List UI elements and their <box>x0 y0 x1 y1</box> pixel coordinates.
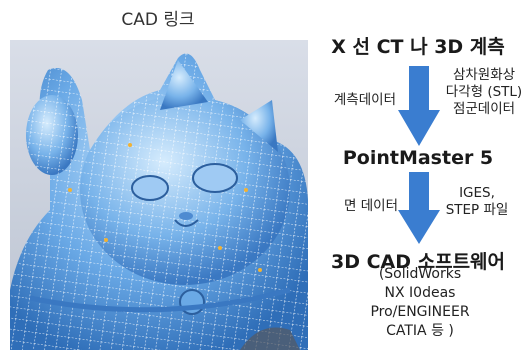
cad-software-item: CATIA 등 ) <box>386 323 454 339</box>
measurement-data-note: 계측데이터 <box>333 92 396 108</box>
step-cad-software: 3D CAD 소프트웨어 <box>330 251 506 273</box>
scanned-model-image <box>10 40 308 350</box>
surface-data-note: 면 데이터 <box>344 198 398 214</box>
format-note-line: IGES, <box>459 185 495 201</box>
cad-software-item: NX I0deas <box>384 285 456 301</box>
file-format-note: IGES, STEP 파일 <box>424 185 530 219</box>
stl-note-line: 점군데이터 <box>452 101 516 117</box>
model-caption: CAD 링크 <box>121 10 195 30</box>
cad-software-item: Pro/ENGINEER <box>370 304 470 320</box>
step-pointmaster: PointMaster 5 <box>342 147 494 169</box>
stl-note-line: 삼차원화상 <box>452 67 516 83</box>
format-note-line: STEP 파일 <box>445 202 509 218</box>
stl-note-line: 다각형 (STL) <box>445 84 523 100</box>
cat-figurine-mesh-icon <box>10 53 308 350</box>
cad-software-item: (SolidWorks <box>378 266 462 282</box>
stl-data-note: 삼차원화상 다각형 (STL) 점군데이터 <box>438 67 530 118</box>
cad-software-list: (SolidWorks NX I0deas Pro/ENGINEER CATIA… <box>330 265 510 341</box>
down-arrow-icon <box>398 66 440 146</box>
down-arrow-icon <box>398 172 440 244</box>
step-measurement: X 선 CT 나 3D 계측 <box>331 36 505 58</box>
